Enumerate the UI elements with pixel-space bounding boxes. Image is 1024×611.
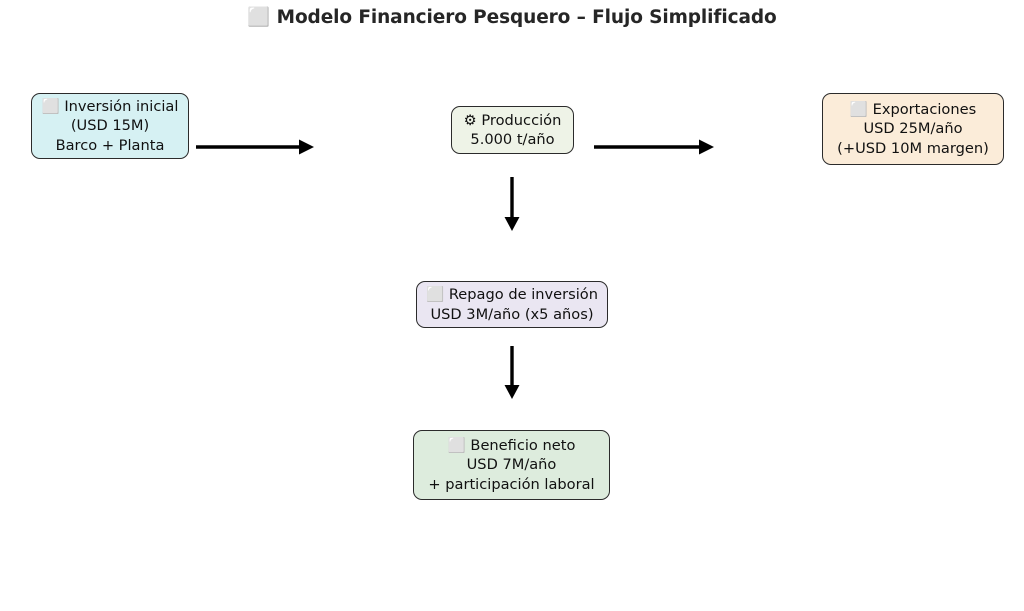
node-inversion-inicial[interactable]: ⬜ Inversión inicial (USD 15M) Barco + Pl… xyxy=(31,93,189,159)
node-line-2: USD 7M/año xyxy=(466,456,557,474)
node-line-2: USD 25M/año xyxy=(863,120,963,138)
node-line-1: ⬜ Inversión inicial xyxy=(41,97,179,115)
node-line-2: 5.000 t/año xyxy=(470,131,555,148)
node-beneficio-neto[interactable]: ⬜ Beneficio neto USD 7M/año + participac… xyxy=(413,430,610,500)
node-produccion[interactable]: ⚙ Producción 5.000 t/año xyxy=(451,106,574,154)
node-line-2: (USD 15M) xyxy=(70,117,150,135)
node-repago-de-inversion[interactable]: ⬜ Repago de inversión USD 3M/año (x5 año… xyxy=(416,281,608,328)
arrow-repago-to-beneficio xyxy=(504,346,520,399)
node-line-1: ⬜ Exportaciones xyxy=(849,100,977,118)
node-line-3: + participación laboral xyxy=(428,475,595,493)
node-line-3: Barco + Planta xyxy=(55,136,165,154)
arrow-produccion-to-exportaciones xyxy=(594,139,714,155)
arrow-produccion-to-repago xyxy=(504,177,520,231)
arrow-inversion-to-produccion xyxy=(196,139,314,155)
node-line-2: USD 3M/año (x5 años) xyxy=(430,305,594,323)
node-line-1: ⬜ Beneficio neto xyxy=(447,436,576,454)
node-exportaciones[interactable]: ⬜ Exportaciones USD 25M/año (+USD 10M ma… xyxy=(822,93,1004,165)
node-line-1: ⬜ Repago de inversión xyxy=(426,286,598,303)
node-line-3: (+USD 10M margen) xyxy=(837,139,989,157)
node-line-1: ⚙ Producción xyxy=(463,111,562,129)
page-title: ⬜ Modelo Financiero Pesquero – Flujo Sim… xyxy=(247,7,777,28)
